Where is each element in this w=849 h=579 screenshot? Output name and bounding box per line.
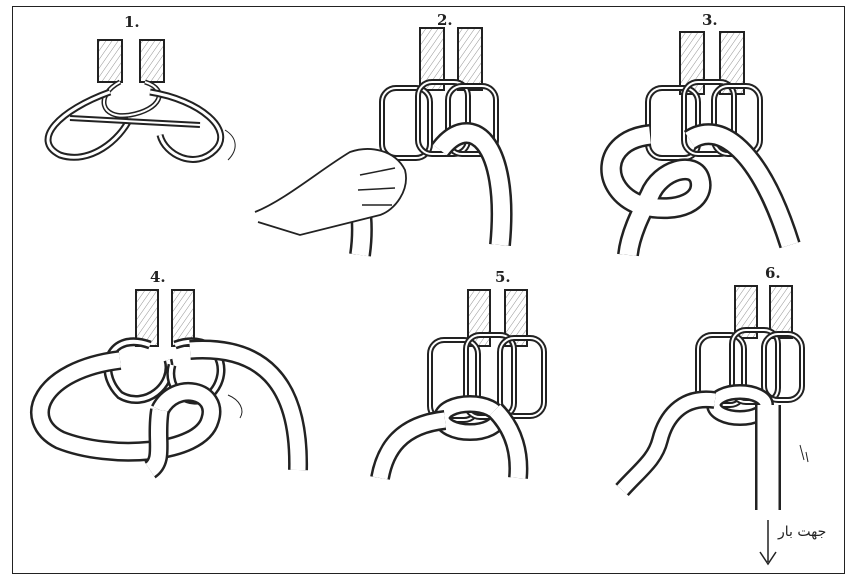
step-4-number: 4. [150,268,166,286]
panel-2-drawing [255,28,502,255]
panel-4-drawing [40,290,298,470]
step-2-number: 2. [437,11,453,29]
step-5-number: 5. [495,268,511,286]
panel-1-drawing [48,40,235,160]
step-1-number: 1. [124,13,140,31]
panel-5-drawing [380,290,544,478]
load-direction-arrow-icon [760,520,776,564]
panel-3-drawing [611,32,790,255]
panel-6-drawing [622,286,808,564]
load-direction-label: جهت بار [778,524,826,540]
step-3-number: 3. [702,11,718,29]
step-6-number: 6. [765,264,781,282]
